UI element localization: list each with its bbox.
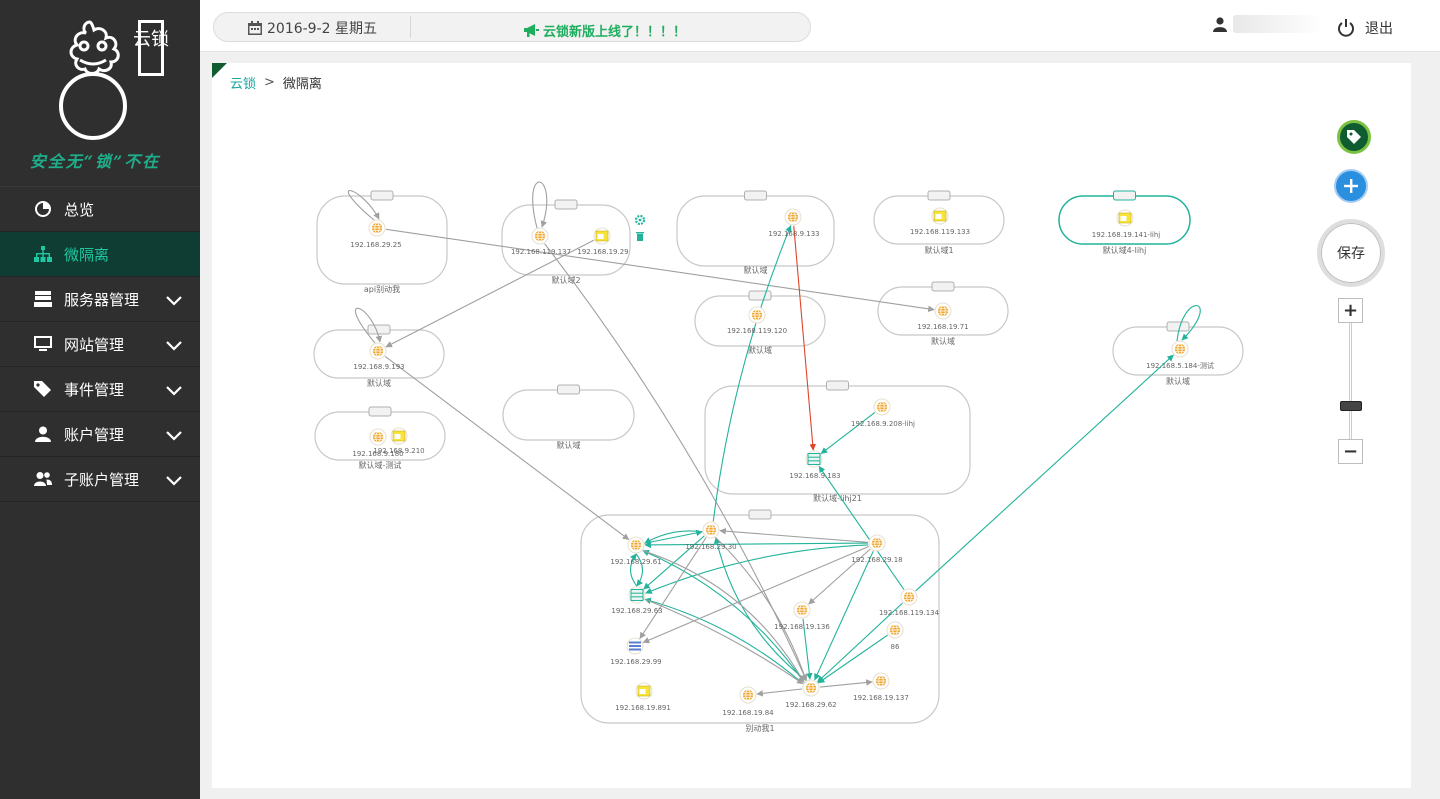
tag-icon xyxy=(34,380,52,398)
zoom-in-button[interactable]: + xyxy=(1338,298,1363,323)
breadcrumb: 云锁 > 微隔离 xyxy=(230,73,322,92)
tag-icon xyxy=(1347,130,1361,144)
breadcrumb-current: 微隔离 xyxy=(282,77,322,92)
user-area[interactable] xyxy=(1213,15,1323,33)
chevron-down-icon xyxy=(166,382,182,400)
lion-logo-icon: 云锁 xyxy=(59,20,169,140)
megaphone-icon xyxy=(524,24,539,37)
sidebar-item-label: 微隔离 xyxy=(64,245,110,264)
logout-label: 退出 xyxy=(1365,21,1393,37)
user-name xyxy=(1233,15,1323,33)
sidebar-item-label: 账户管理 xyxy=(64,425,125,444)
user-icon xyxy=(34,425,52,443)
sidebar-item-label: 总览 xyxy=(64,200,95,219)
date-notice-bar: 2016-9-2 星期五 云锁新版上线了！！！！ xyxy=(213,12,811,42)
pie-chart-icon xyxy=(34,200,52,218)
monitor-icon xyxy=(34,335,52,353)
sidebar-item-label: 子账户管理 xyxy=(64,470,140,489)
sidebar-item-account-management[interactable]: 账户管理 xyxy=(0,412,200,457)
chevron-down-icon xyxy=(166,472,182,490)
add-node-button[interactable] xyxy=(1334,169,1368,203)
chevron-down-icon xyxy=(166,427,182,445)
content-panel: 云锁 > 微隔离 xyxy=(212,63,1411,788)
slogan: 安全无“锁”不在 xyxy=(29,152,161,171)
divider xyxy=(410,16,411,38)
sidebar-item-server-management[interactable]: 服务器管理 xyxy=(0,277,200,322)
notice-text: 云锁新版上线了！！！！ xyxy=(543,25,687,40)
breadcrumb-separator: > xyxy=(264,75,275,90)
sidebar-item-website-management[interactable]: 网站管理 xyxy=(0,322,200,367)
power-icon xyxy=(1338,19,1354,37)
logout-button[interactable]: 退出 xyxy=(1337,18,1393,38)
corner-marker xyxy=(212,63,227,78)
logo-text: 云锁 xyxy=(133,29,169,50)
sidebar-item-subaccount-management[interactable]: 子账户管理 xyxy=(0,457,200,502)
notice[interactable]: 云锁新版上线了！！！！ xyxy=(524,21,686,40)
sidebar-item-overview[interactable]: 总览 xyxy=(0,187,200,232)
sidebar-item-label: 事件管理 xyxy=(64,380,125,399)
zoom-slider-track[interactable] xyxy=(1349,323,1352,439)
calendar-icon xyxy=(248,21,262,35)
top-bar: 2016-9-2 星期五 云锁新版上线了！！！！ 退出 xyxy=(200,0,1440,52)
users-icon xyxy=(34,470,52,488)
sidebar: 云锁 安全无“锁”不在 总览 微隔离 服务器管理 网站管理 事件管理 xyxy=(0,0,200,799)
date-text: 2016-9-2 星期五 xyxy=(267,21,377,37)
sidebar-item-event-management[interactable]: 事件管理 xyxy=(0,367,200,412)
zoom-out-button[interactable]: − xyxy=(1338,439,1363,464)
breadcrumb-root[interactable]: 云锁 xyxy=(230,77,257,92)
sitemap-icon xyxy=(34,245,52,263)
chevron-down-icon xyxy=(166,292,182,310)
zoom-in-label: + xyxy=(1342,299,1359,321)
user-icon xyxy=(1213,16,1227,32)
server-icon xyxy=(34,290,52,308)
save-button[interactable]: 保存 xyxy=(1317,219,1385,287)
date-display: 2016-9-2 星期五 xyxy=(248,18,377,38)
tag-tool-button[interactable] xyxy=(1337,120,1371,154)
chevron-down-icon xyxy=(166,337,182,355)
sidebar-item-micro-isolation[interactable]: 微隔离 xyxy=(0,232,200,277)
zoom-slider-handle[interactable] xyxy=(1340,401,1362,412)
zoom-out-label: − xyxy=(1342,440,1359,462)
plus-icon xyxy=(1344,179,1358,193)
sidebar-item-label: 服务器管理 xyxy=(64,290,140,309)
logo: 云锁 安全无“锁”不在 xyxy=(0,0,200,187)
sidebar-item-label: 网站管理 xyxy=(64,335,125,354)
